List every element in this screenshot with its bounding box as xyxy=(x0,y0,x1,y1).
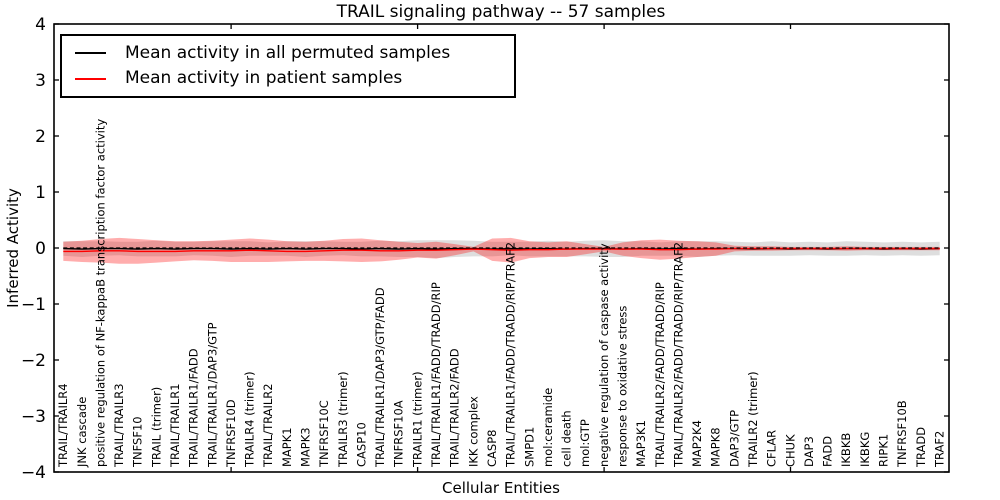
y-tick-label: 4 xyxy=(35,15,46,35)
x-tick-label: negative regulation of caspase activity xyxy=(597,243,611,467)
x-tick-label: TRAIL (trimer) xyxy=(149,387,163,468)
x-tick-label: TRADD xyxy=(914,427,928,468)
x-tick-label: CHUK xyxy=(783,434,797,467)
x-tick-label: TRAILR1 (trimer) xyxy=(410,371,424,468)
x-tick-label: TRAILR3 (trimer) xyxy=(336,371,350,468)
y-axis-title: Inferred Activity xyxy=(4,188,22,308)
x-tick-label: TRAIL/TRAILR2/FADD xyxy=(448,348,462,468)
x-tick-label: TRAIL/TRAILR3 xyxy=(112,383,126,468)
legend-label-permuted: Mean activity in all permuted samples xyxy=(125,42,451,63)
legend-label-patient: Mean activity in patient samples xyxy=(125,68,403,89)
legend-entry-patient: Mean activity in patient samples xyxy=(75,70,514,87)
y-tick-label: 0 xyxy=(35,239,46,259)
x-tick-label: FADD xyxy=(821,436,835,467)
patient-mean-line xyxy=(63,247,940,253)
x-tick-label: TNFSF10 xyxy=(131,416,145,468)
x-tick-label: MAP2K4 xyxy=(690,420,704,467)
x-tick-label: MAP3K1 xyxy=(634,420,648,467)
legend-line-patient-icon xyxy=(75,77,106,80)
x-tick-label: positive regulation of NF-kappaB transcr… xyxy=(93,119,107,467)
x-tick-label: TNFRSF10D xyxy=(224,399,238,468)
x-axis-title: Cellular Entities xyxy=(442,479,560,497)
legend: Mean activity in all permuted samples Me… xyxy=(60,34,516,98)
x-tick-label: TRAIL/TRAILR2/FADD/TRADD/RIP xyxy=(653,282,667,468)
x-tick-label: TRAIL/TRAILR1/FADD/TRADD/RIP/TRAF2 xyxy=(504,242,518,468)
x-tick-label: TRAIL/TRAILR1/FADD/TRADD/RIP xyxy=(429,282,443,468)
x-tick-label: TRAIL/TRAILR1/DAP3/GTP xyxy=(205,322,219,468)
y-tick-label: −2 xyxy=(21,351,46,371)
legend-line-permuted-icon xyxy=(75,52,106,55)
x-tick-label: RIPK1 xyxy=(876,434,890,467)
x-tick-label: SMPD1 xyxy=(522,427,536,467)
x-tick-label: TRAIL/TRAILR1/FADD xyxy=(187,348,201,468)
x-tick-label: mol:ceramide xyxy=(541,388,555,467)
patient-band xyxy=(63,237,940,264)
x-tick-label: TRAIL/TRAILR4 xyxy=(56,383,70,468)
y-tick-label: 2 xyxy=(35,127,46,147)
x-tick-label: JNK cascade xyxy=(75,397,89,468)
x-tick-label: CASP10 xyxy=(354,422,368,467)
x-tick-label: TRAILR2 (trimer) xyxy=(746,371,760,468)
x-tick-label: response to oxidative stress xyxy=(615,306,629,467)
x-tick-label: MAPK1 xyxy=(280,427,294,467)
y-tick-label: 3 xyxy=(35,71,46,91)
x-tick-label: MAPK8 xyxy=(709,427,723,467)
x-tick-label: MAPK3 xyxy=(298,427,312,467)
x-tick-label: TRAF2 xyxy=(932,431,946,468)
x-tick-label: IKBKB xyxy=(839,433,853,467)
y-tick-label: −4 xyxy=(21,463,46,483)
x-tick-label: TRAIL/TRAILR2 xyxy=(261,383,275,468)
x-tick-label: mol:GTP xyxy=(578,419,592,467)
x-tick-label: TRAIL/TRAILR1 xyxy=(168,383,182,468)
x-tick-label: TRAIL/TRAILR2/FADD/TRADD/RIP/TRAF2 xyxy=(671,242,685,468)
y-tick-label: −1 xyxy=(21,295,46,315)
y-tick-label: −3 xyxy=(21,407,46,427)
y-tick-label: 1 xyxy=(35,183,46,203)
x-tick-label: TRAIL/TRAILR1/DAP3/GTP/FADD xyxy=(373,287,387,468)
x-tick-label: TNFRSF10A xyxy=(392,400,406,468)
x-tick-label: CFLAR xyxy=(765,430,779,467)
x-tick-label: TNFRSF10B xyxy=(895,400,909,468)
x-tick-label: cell death xyxy=(560,410,574,467)
x-tick-label: IKBKG xyxy=(858,432,872,467)
legend-entry-permuted: Mean activity in all permuted samples xyxy=(75,42,514,63)
x-tick-label: DAP3/GTP xyxy=(727,410,741,467)
x-tick-label: DAP3 xyxy=(802,436,816,467)
x-tick-label: CASP8 xyxy=(485,430,499,467)
chart-title: TRAIL signaling pathway -- 57 samples xyxy=(336,2,666,22)
x-tick-label: IKK complex xyxy=(466,396,480,467)
x-tick-label: TNFRSF10C xyxy=(317,400,331,468)
x-tick-label: TRAILR4 (trimer) xyxy=(243,371,257,468)
